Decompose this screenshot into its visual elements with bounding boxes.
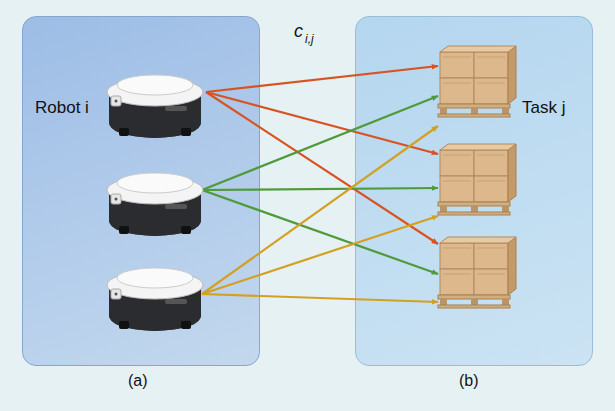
assignment-arrow xyxy=(202,190,438,274)
assignment-arrows xyxy=(202,66,438,302)
assignment-arrow xyxy=(206,92,438,154)
assignment-arrow xyxy=(202,294,438,302)
robot-illustration xyxy=(107,75,203,138)
assignment-arrow xyxy=(202,216,438,294)
pallet-illustration xyxy=(438,237,516,308)
assignment-arrow xyxy=(206,92,438,244)
assignment-arrow xyxy=(202,188,438,190)
panel-caption: (a) xyxy=(128,372,148,390)
pallet-illustration xyxy=(438,46,516,117)
cost-label: c xyxy=(294,22,303,42)
assignment-arrow xyxy=(202,96,438,190)
assignment-arrow xyxy=(202,126,438,294)
cost-label: i,j xyxy=(305,33,314,46)
panel-caption: (b) xyxy=(459,372,479,390)
panel-label: Task j xyxy=(522,99,565,118)
robot-illustration xyxy=(107,268,203,331)
robot-illustration xyxy=(107,173,203,236)
assignment-arrow xyxy=(206,66,438,92)
pallet-illustration xyxy=(438,144,516,215)
panel-label: Robot i xyxy=(35,99,89,118)
